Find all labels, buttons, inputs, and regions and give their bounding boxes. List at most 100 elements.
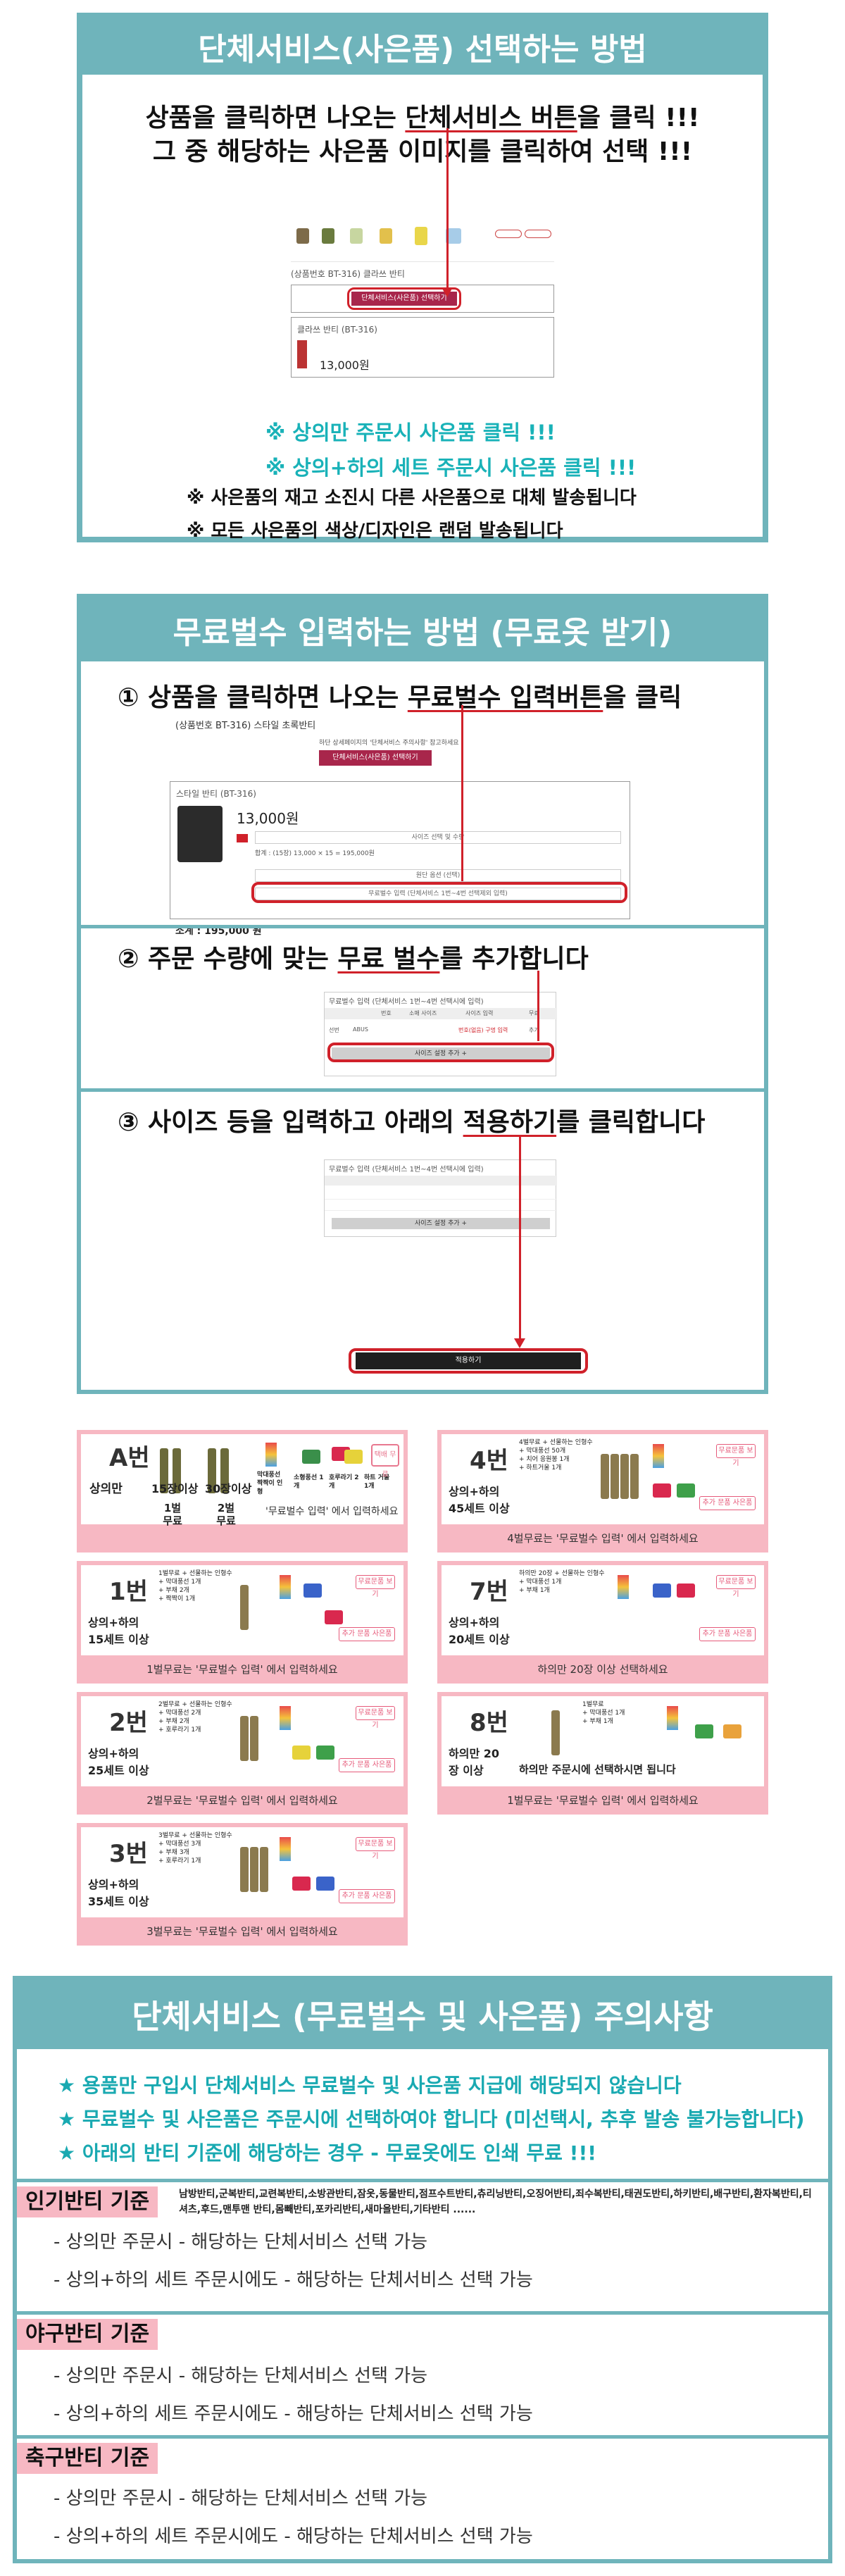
card-item: + 부채 2개 (158, 1587, 189, 1594)
balloon-stick-icon (653, 1444, 664, 1468)
extra-gift-button[interactable]: 추가 문품 사은품 (339, 1758, 395, 1772)
card-item: 3벌무료 + 선물하는 인형수 (158, 1832, 232, 1839)
view-gifts-button[interactable]: 무료문품 보기 (716, 1444, 756, 1467)
mock-product-title: (상품번호 BT-316) 스타일 초록반티 (175, 721, 316, 731)
instruction-highlight: 단체서비스 버튼 (405, 104, 577, 132)
card-body: 2번 상의+하의 25세트 이상 2벌무료 + 선물하는 인형수 + 막대풍선 … (81, 1696, 403, 1786)
card-body: A번 상의만 15장이상 30장이상 1벌 무료 2벌 무료 막대풍선 짝짝이 … (81, 1434, 403, 1527)
uniform-icon (240, 1716, 249, 1761)
mock-hint: 하단 상세페이지의 '단체서비스 주의사항' 참고하세요 (319, 740, 459, 747)
card-item: + 부채 1개 (582, 1718, 613, 1725)
view-gifts-button[interactable]: 무료문품 보기 (356, 1706, 395, 1729)
mock-popup-header: 무료벌수 입력 (단체서비스 1번~4번 선택시에 입력) (329, 1166, 484, 1174)
mock-add-size-button[interactable]: 사이즈 설정 추가 + (332, 1218, 550, 1229)
mock-fabric-row[interactable]: 원단 옵션 (선택) (255, 869, 621, 882)
uniform-icon (160, 1448, 168, 1493)
card-code: 7번 (470, 1578, 508, 1606)
card-items: 1벌무료 + 선물하는 인형수 + 막대풍선 1개 + 부채 2개 + 짝짝이 … (158, 1569, 232, 1603)
mock-cell: ABUS (353, 1026, 368, 1033)
gift-guide-section: 단체서비스(사은품) 선택하는 방법 상품을 클릭하면 나오는 단체서비스 버튼… (77, 13, 768, 542)
category-label: 축구반티 기준 (17, 2443, 158, 2474)
mock-gift-button[interactable]: 단체서비스(사은품) 선택하기 (351, 292, 457, 306)
mock-calc: 합계 : (15장) 13,000 × 15 = 195,000원 (255, 850, 375, 857)
view-gifts-button[interactable]: 무료문품 보기 (356, 1575, 395, 1598)
card-subtitle: 상의+하의 25세트 이상 (88, 1747, 149, 1777)
card-item: + 막대풍선 1개 (519, 1579, 562, 1586)
card-item: + 짝짝이 1개 (158, 1595, 196, 1603)
shirt-icon (350, 228, 363, 244)
gift-label: 막대풍선 짝짝이 인형 (257, 1471, 283, 1495)
category-label: 야구반티 기준 (17, 2319, 158, 2350)
extra-gift-button[interactable]: 추가 문품 사은품 (339, 1889, 395, 1903)
extra-gift-button[interactable]: 추가 문품 사은품 (339, 1627, 395, 1641)
precaution-item: ★ 무료벌수 및 사은품은 주문시에 선택하여야 합니다 (미선택시, 추후 발… (58, 2108, 805, 2131)
view-gifts-button[interactable]: 무료문품 보기 (716, 1575, 756, 1598)
gift-label: 소형풍선 1개 (294, 1474, 324, 1490)
category-baseball: 야구반티 기준 - 상의만 주문시 - 해당하는 단체서비스 선택 가능 - 상… (17, 2315, 828, 2436)
free-quantity-section: 무료벌수 입력하는 방법 (무료옷 받기) ① 상품을 클릭하면 나오는 무료벌… (77, 594, 768, 1394)
card-subtitle: 상의만 (89, 1482, 123, 1496)
card-footnote: 하의만 20장 이상 선택하세요 (537, 1663, 668, 1676)
category-rule: - 상의+하의 세트 주문시에도 - 해당하는 단체서비스 선택 가능 (54, 2270, 533, 2291)
gift-card-1[interactable]: 1번 상의+하의 15세트 이상 1벌무료 + 선물하는 인형수 + 막대풍선 … (77, 1561, 408, 1684)
cyan-note-2: ※ 상의+하의 세트 주문시 사은품 클릭 !!! (265, 456, 637, 480)
card-item: + 막대풍선 50개 (519, 1448, 566, 1455)
clapper-icon (325, 1610, 343, 1624)
card-footnote: 3벌무료는 '무료벌수 입력' 에서 입력하세요 (146, 1925, 338, 1938)
whistle-icon (653, 1483, 671, 1498)
extra-gift-button[interactable]: 추가 문품 사은품 (699, 1496, 756, 1510)
mock-size-row[interactable]: 사이즈 선택 및 수량 (255, 831, 621, 844)
precautions-section: 단체서비스 (무료벌수 및 사은품) 주의사항 ★ 용품만 구입시 단체서비스 … (13, 1976, 832, 2563)
mock-free-popup: 무료벌수 입력 (단체서비스 1번~4번 선택시에 입력) 번호 소매 사이즈 … (324, 992, 557, 1076)
stock-note-2: ※ 모든 사은품의 색상/디자인은 랜덤 발송됩니다 (187, 521, 563, 542)
uniform-icon (240, 1847, 249, 1892)
gift-card-2[interactable]: 2번 상의+하의 25세트 이상 2벌무료 + 선물하는 인형수 + 막대풍선 … (77, 1692, 408, 1815)
mock-cell[interactable]: 추가 (529, 1027, 539, 1033)
instruction-text: 상품을 클릭하면 나오는 (145, 104, 406, 132)
gift-card-7[interactable]: 7번 상의+하의 20세트 이상 하의만 20장 + 선물하는 인형수 + 막대… (437, 1561, 768, 1684)
card-items: 1벌무료 + 막대풍선 1개 + 부채 1개 (582, 1700, 625, 1726)
step-text: 을 클릭 (603, 683, 682, 712)
step-text: 를 추가합니다 (439, 945, 589, 973)
mock-apply-button[interactable]: 적용하기 (356, 1352, 581, 1369)
card-note: 하의만 주문시에 선택하시면 됩니다 (519, 1763, 676, 1776)
extra-gift-button[interactable]: 추가 문품 사은품 (699, 1627, 756, 1641)
uniform-icon (240, 1585, 249, 1630)
mock-label-icon (237, 834, 248, 842)
mock-gift-button[interactable]: 단체서비스(사은품) 선택하기 (319, 750, 432, 766)
step-highlight: 무료벌수 입력버튼 (407, 683, 603, 712)
mock-add-size-button[interactable]: 사이즈 설정 추가 + (332, 1047, 550, 1060)
card-footnote: 1벌무료는 '무료벌수 입력' 에서 입력하세요 (507, 1794, 699, 1807)
card-code: 4번 (470, 1447, 508, 1475)
card-subtitle: 상의+하의 20세트 이상 (449, 1616, 510, 1646)
gift-card-8[interactable]: 8번 하의만 20장 이상 1벌무료 + 막대풍선 1개 + 부채 1개 하의만… (437, 1692, 768, 1815)
clapper-icon (677, 1583, 695, 1598)
mock-item-box: 클라쓰 반티 (BT-316) 13,000원 (291, 317, 554, 378)
card-code: A번 (109, 1444, 150, 1472)
gift-card-3[interactable]: 3번 상의+하의 35세트 이상 3벌무료 + 선물하는 인형수 + 막대풍선 … (77, 1823, 408, 1946)
mock-table-row (325, 1190, 557, 1200)
step-1-title: ① 상품을 클릭하면 나오는 무료벌수 입력버튼을 클릭 (81, 661, 764, 714)
step-highlight: 무료 벌수 (337, 945, 440, 973)
balloon-stick-icon (280, 1575, 291, 1599)
shirt-icon (415, 227, 427, 245)
stock-note-1: ※ 사은품의 재고 소진시 다른 사은품으로 대체 발송됩니다 (187, 487, 637, 509)
card-item: 1벌무료 (582, 1701, 604, 1708)
mock-badge (495, 230, 522, 238)
pointer-line (446, 128, 449, 290)
mock-category-tabs (291, 223, 554, 262)
stock-notes: ※ 사은품의 재고 소진시 다른 사은품으로 대체 발송됩니다 ※ 모든 사은품… (187, 483, 722, 542)
gift-card-4[interactable]: 4번 상의+하의 45세트 이상 4벌무료 + 선물하는 인형수 + 막대풍선 … (437, 1430, 768, 1553)
card-footnote: '무료벌수 입력' 에서 입력하세요 (265, 1506, 399, 1517)
category-popular: 인기반티 기준 남방반티,군복반티,교련복반티,소방관반티,잠옷,동물반티,점프… (17, 2182, 828, 2312)
gift-card-a[interactable]: A번 상의만 15장이상 30장이상 1벌 무료 2벌 무료 막대풍선 짝짝이 … (77, 1430, 408, 1553)
precaution-list: ★ 용품만 구입시 단체서비스 무료벌수 및 사은품 지급에 해당되지 않습니다… (58, 2069, 818, 2170)
category-rule: - 상의만 주문시 - 해당하는 단체서비스 선택 가능 (54, 2232, 428, 2253)
balloon-stick-icon (265, 1443, 277, 1467)
mock-free-input-row[interactable]: 무료벌수 입력 (단체서비스 1번~4번 선택제외 입력) (255, 888, 621, 900)
gift-label: 하트 거울 1개 (364, 1474, 390, 1490)
uniform-icon (173, 1448, 181, 1493)
view-gifts-button[interactable]: 무료문품 보기 (356, 1837, 395, 1860)
category-soccer: 축구반티 기준 - 상의만 주문시 - 해당하는 단체서비스 선택 가능 - 상… (17, 2439, 828, 2560)
step-3-title: ③ 사이즈 등을 입력하고 아래의 적용하기를 클릭합니다 (81, 1092, 764, 1138)
